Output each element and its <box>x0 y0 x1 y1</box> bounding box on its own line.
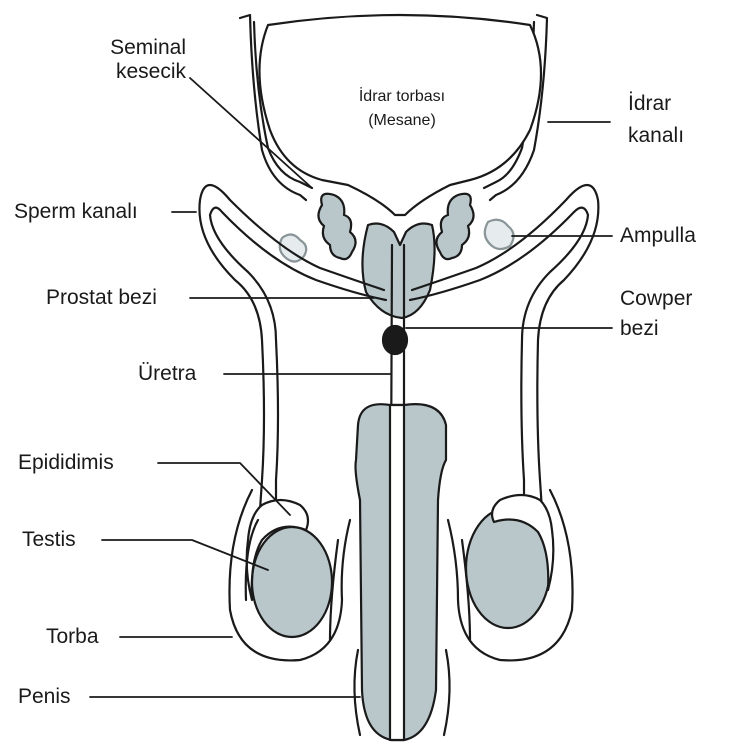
leader-testis <box>101 539 269 571</box>
bladder <box>258 13 543 217</box>
bladder-label-line2: (Mesane) <box>368 112 436 129</box>
label-ureter-line2: kanalı <box>628 124 685 147</box>
cowper-gland <box>381 324 409 356</box>
label-seminal-vesicle: Seminal kesecik <box>70 36 186 84</box>
left-sperm-duct <box>198 183 386 512</box>
right-ureter <box>488 13 549 202</box>
left-epididymis <box>245 498 310 602</box>
prostate <box>361 222 436 320</box>
right-seminal-vesicle <box>435 192 475 261</box>
left-seminal-vesicle <box>317 192 357 261</box>
label-penis: Penis <box>18 685 71 708</box>
leader-seminal <box>189 77 313 189</box>
left-ampulla <box>278 233 308 263</box>
label-sperm-duct: Sperm kanalı <box>14 200 138 223</box>
label-scrotum: Torba <box>46 625 99 648</box>
label-epididymis: Epididimis <box>18 451 114 474</box>
leader-epididymis <box>157 462 291 516</box>
label-cowper-line2: bezi <box>620 317 659 340</box>
label-testis: Testis <box>22 528 76 551</box>
label-urethra: Üretra <box>138 362 197 385</box>
right-epididymis <box>490 493 555 592</box>
bladder-label: İdrar torbası (Mesane) <box>332 88 472 130</box>
label-seminal-line2: kesecik <box>115 60 186 83</box>
label-cowper-line1: Cowper <box>620 287 693 310</box>
right-ampulla <box>483 218 515 251</box>
left-testis <box>250 525 334 639</box>
label-ampulla: Ampulla <box>620 224 696 247</box>
label-prostate: Prostat bezi <box>46 286 157 309</box>
right-sperm-duct <box>410 183 600 512</box>
scrotum <box>228 488 352 662</box>
left-ureter <box>238 13 308 202</box>
bladder-label-line1: İdrar torbası <box>358 88 446 105</box>
label-cowper: Cowper bezi <box>620 287 692 341</box>
label-seminal-line1: Seminal <box>110 36 186 59</box>
label-ureter: İdrar kanalı <box>628 92 684 148</box>
label-ureter-line1: İdrar <box>628 92 672 115</box>
